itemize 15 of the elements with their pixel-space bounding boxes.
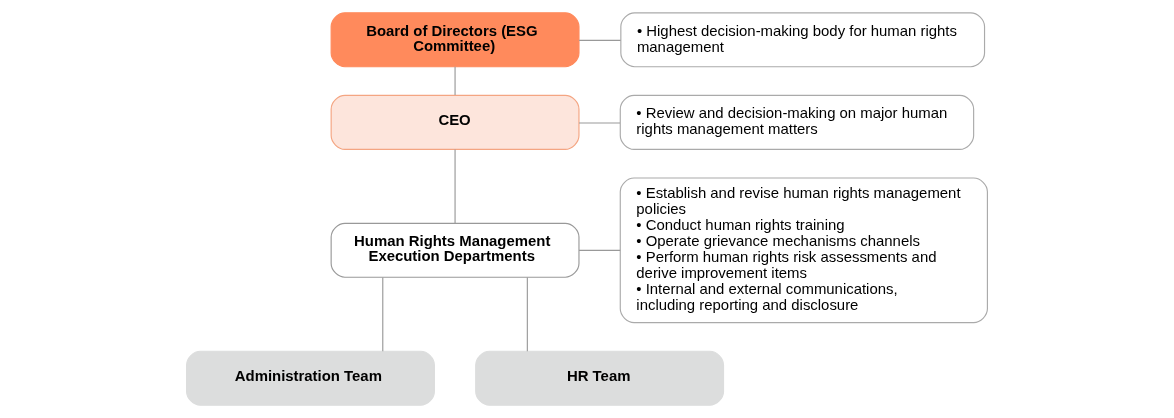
node-box: • Highest decision-making body for human rights management: [620, 12, 986, 68]
connector: [578, 249, 621, 251]
connector: [578, 122, 621, 124]
node-box: Board of Directors (ESG Committee): [330, 12, 580, 68]
connector: [382, 276, 384, 352]
connector: [578, 39, 622, 41]
connector: [454, 148, 456, 224]
node-box: Human Rights Management Execution Departments: [330, 222, 580, 278]
node-box: • Establish and revise human rights management policies • Conduct human rights training • Operate grievance mechanisms channels • Perform human rights risk assessments and derive improvement items • Internal and external communications, including reporting and disclosure: [619, 177, 988, 324]
node-box: • Review and decision-making on major human rights management matters: [619, 94, 975, 150]
node-box: CEO: [330, 94, 580, 150]
node-box: HR Team: [475, 350, 725, 406]
node-box: Administration Team: [186, 350, 435, 406]
connector: [454, 66, 456, 96]
connector: [526, 276, 528, 352]
